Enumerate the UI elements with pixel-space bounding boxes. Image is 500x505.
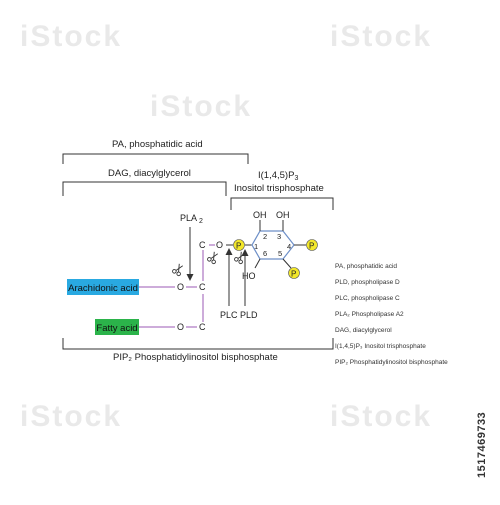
pip2-label: PIP₂ Phosphatidylinositol bisphosphate	[113, 352, 278, 363]
atom-o-sn3: O	[216, 240, 223, 250]
ring-number-2: 2	[263, 232, 267, 241]
atom-o-sn1: O	[177, 322, 184, 332]
phosphate-5: P	[288, 267, 300, 279]
legend-item-dag: DAG, diacylglycerol	[335, 327, 392, 334]
pld-arrowhead	[241, 249, 249, 256]
ring-bond-ho-6	[254, 258, 261, 269]
ring-number-3: 3	[277, 232, 281, 241]
legend-item-plc: PLC, phospholipase C	[335, 295, 400, 302]
image-id: 1517469733	[476, 411, 488, 478]
arachidonic-acid-label: Arachidonic acid	[68, 283, 138, 294]
watermark-bottom-left: iStock	[20, 400, 123, 433]
phosphate-4: P	[306, 239, 318, 251]
atom-c-sn2: C	[199, 282, 206, 292]
ring-bond-p-5	[282, 258, 292, 269]
atom-c-sn1: C	[199, 322, 206, 332]
pla2-label-sub: 2	[199, 218, 203, 225]
ho-group-6: HO	[242, 271, 256, 281]
ring-number-1: 1	[254, 242, 258, 251]
ring-number-6: 6	[263, 249, 267, 258]
arachidonic-acid-box	[67, 279, 139, 295]
svg-text:P: P	[236, 242, 241, 251]
ip3-name-label: Inositol trisphosphate	[234, 183, 324, 194]
phosphate-1: P	[233, 239, 245, 251]
dag-label: DAG, diacylglycerol	[108, 168, 191, 179]
legend-item-ip3: I(1,4,5)P₃ Inositol trisphosphate	[335, 343, 426, 350]
plc-label: PLC	[220, 310, 238, 320]
fatty-acid-label: Fatty acid	[96, 323, 137, 334]
pa-bracket	[62, 153, 249, 164]
pla2-label-main: PLA	[180, 213, 197, 223]
ip3-label: I(1,4,5)P3	[258, 170, 298, 182]
ip3-label-main: I(1,4,5)P	[258, 170, 294, 181]
pld-label: PLD	[240, 310, 258, 320]
oh-group-3: OH	[276, 210, 290, 220]
plc-arrowhead	[225, 248, 233, 255]
watermark-right-top: iStock	[330, 20, 433, 53]
abbreviation-legend: PA, phosphatidic acid PLD, phospholipase…	[335, 263, 448, 366]
pip2-bracket	[62, 338, 334, 350]
legend-item-pip2: PIP₂ Phosphatidylinositol bisphosphate	[335, 359, 448, 366]
ip3-bracket	[230, 197, 334, 210]
scissors-icon-pla2	[172, 263, 183, 277]
dag-bracket	[62, 181, 227, 196]
legend-item-pa: PA, phosphatidic acid	[335, 263, 397, 270]
ring-number-4: 4	[287, 242, 291, 251]
pa-label: PA, phosphatidic acid	[112, 139, 203, 150]
ip3-label-sub: 3	[294, 175, 298, 182]
pla2-arrowhead	[186, 274, 194, 281]
watermark-top: iStock	[20, 20, 123, 53]
scissors-icon-pld	[234, 251, 245, 265]
svg-text:P: P	[291, 270, 296, 279]
watermark-middle: iStock	[150, 90, 253, 123]
fatty-acid-box	[95, 319, 139, 335]
legend-item-pld: PLD, phospholipase D	[335, 279, 400, 286]
watermark-bottom-right: iStock	[330, 400, 433, 433]
legend-item-pla2: PLA₂ Phospholipase A2	[335, 311, 404, 318]
scissors-icon-plc	[207, 251, 218, 265]
svg-text:P: P	[309, 242, 314, 251]
ring-number-5: 5	[278, 249, 282, 258]
oh-group-2: OH	[253, 210, 267, 220]
atom-o-sn2: O	[177, 282, 184, 292]
atom-c-sn3: C	[199, 240, 206, 250]
